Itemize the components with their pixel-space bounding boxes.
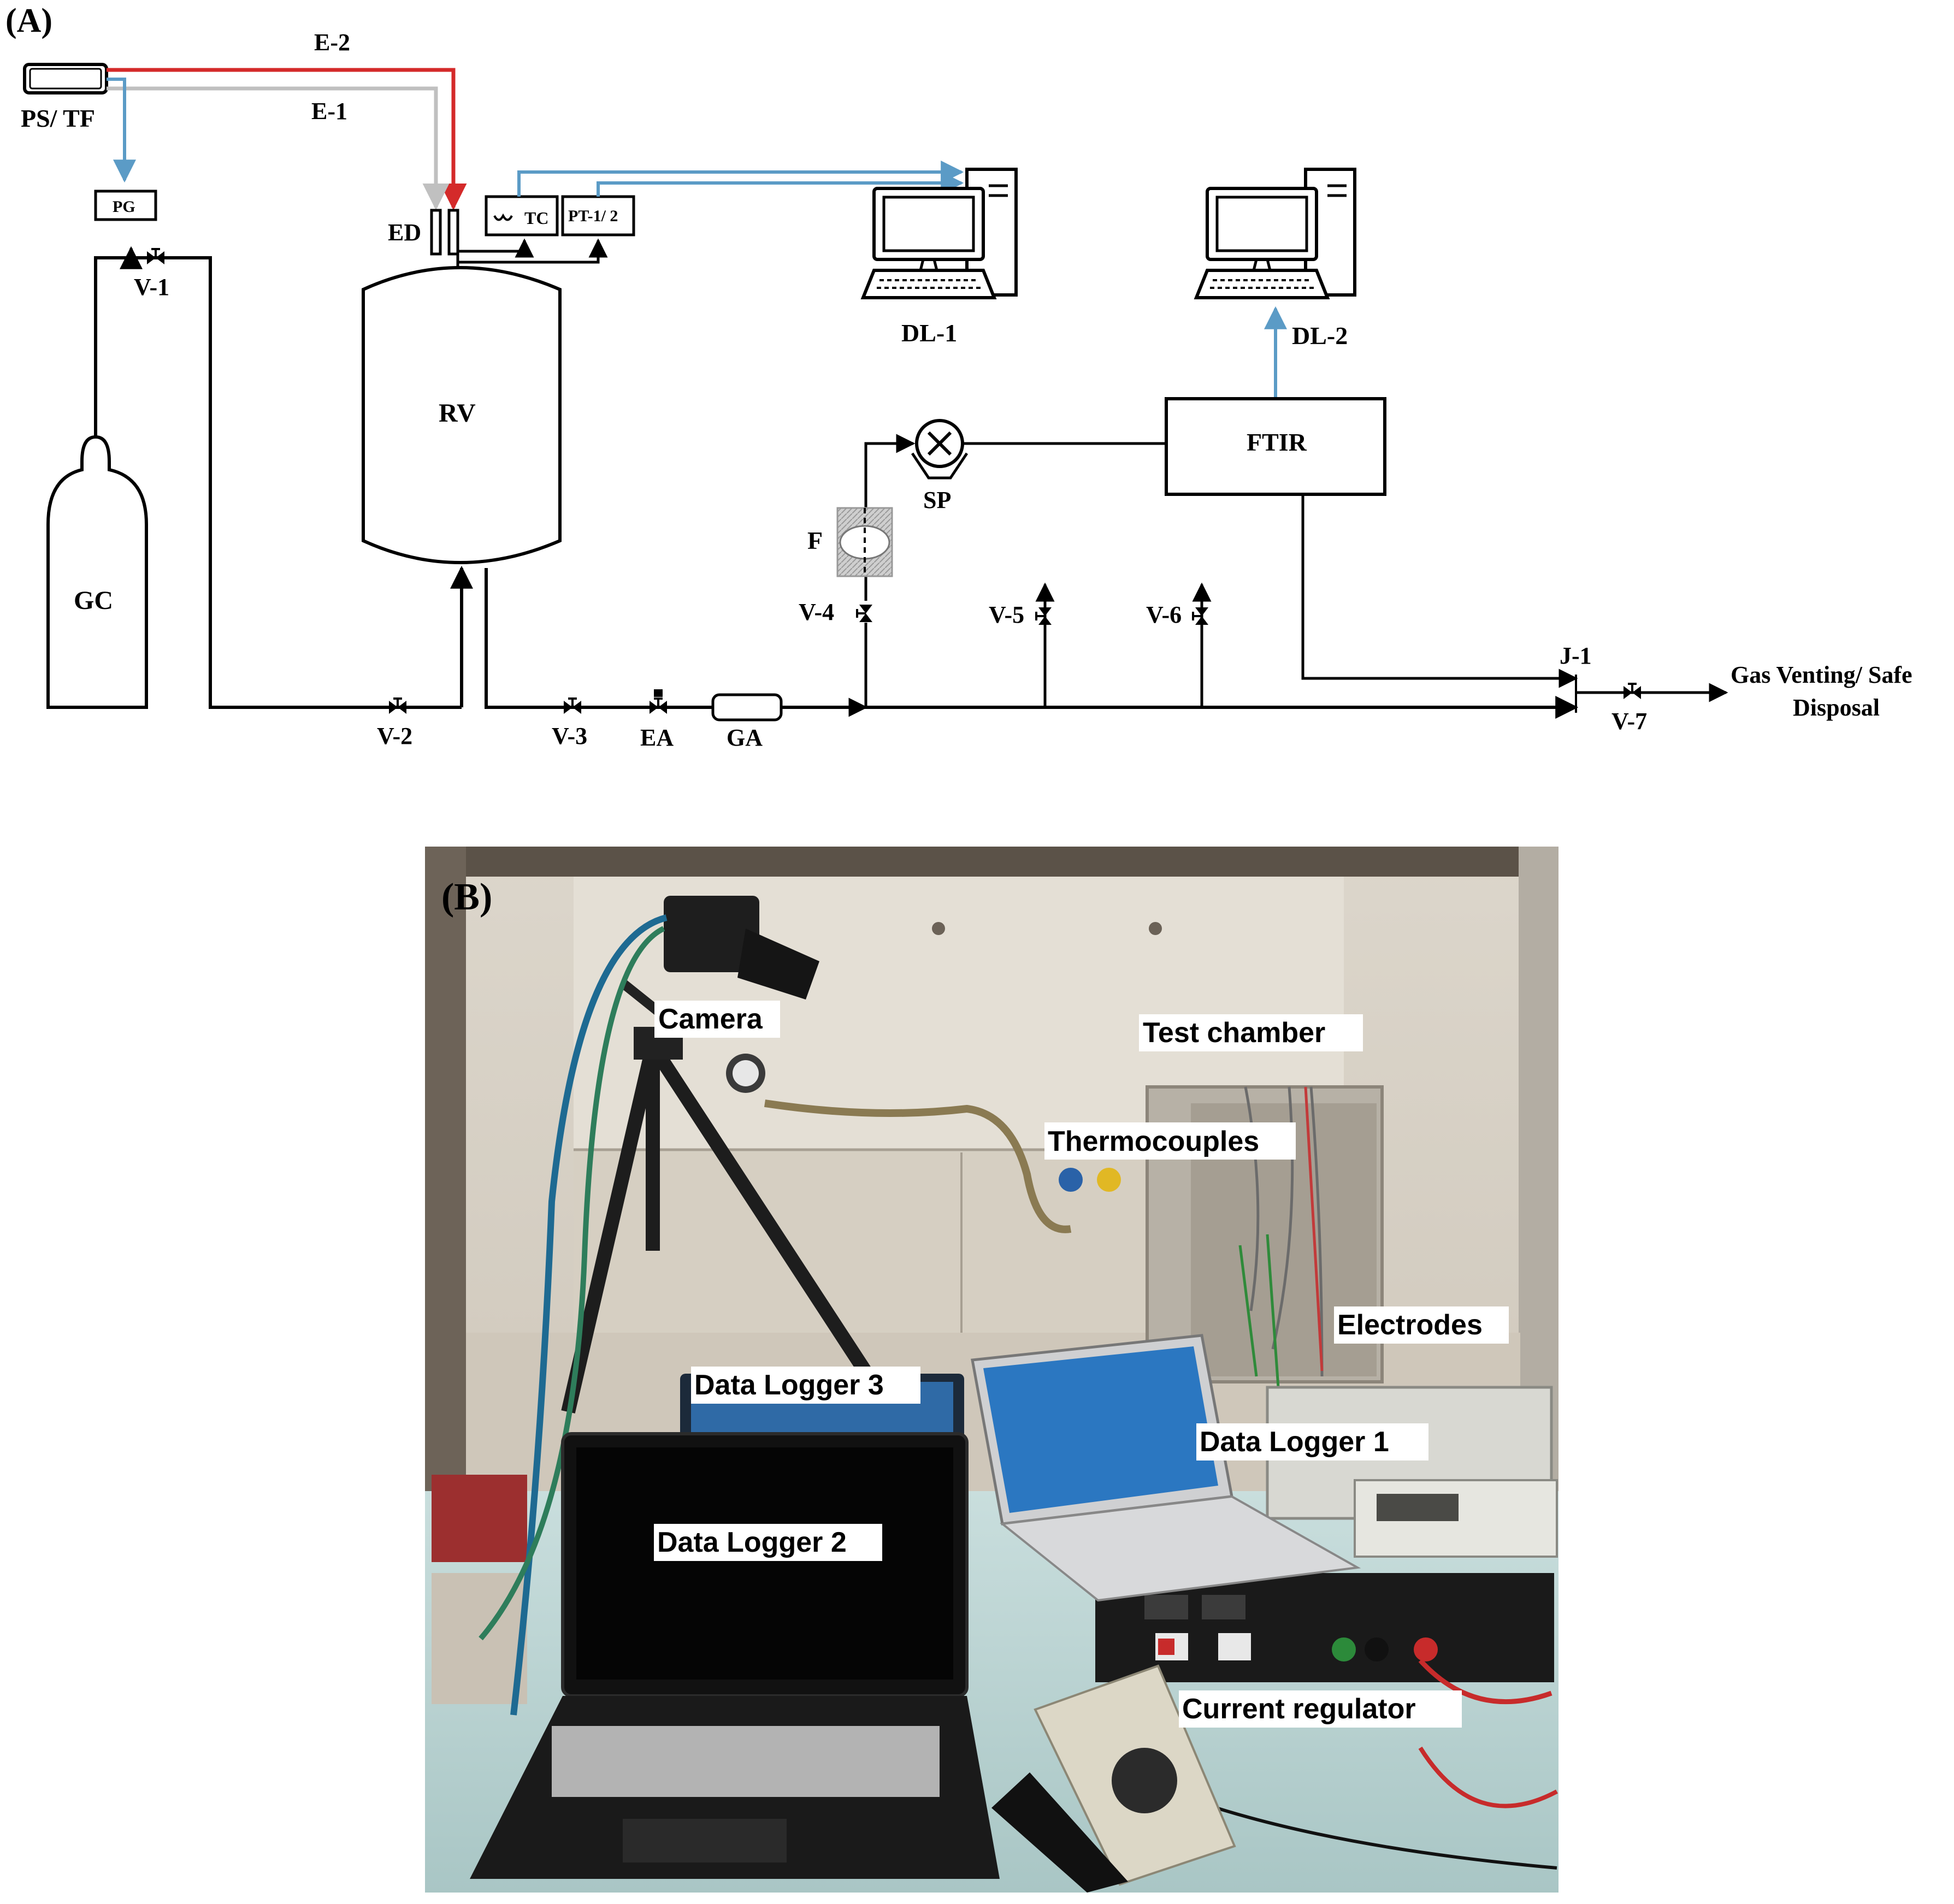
panel-b-photo: (B) Camera Test chamber Thermocouples El…: [425, 847, 1559, 1893]
thermocouples-label: Thermocouples: [1048, 1126, 1259, 1157]
laptop-dl2: [470, 1432, 1000, 1879]
laptop-dl1: [971, 1334, 1361, 1602]
filter: F: [807, 507, 893, 577]
v5-label: V-5: [989, 601, 1024, 628]
panel-a-label: (A): [5, 2, 52, 39]
e2-wire: [107, 68, 467, 210]
valve-v5: [1035, 606, 1053, 626]
pg-label: PG: [113, 198, 135, 216]
data-logger-3-label: Data Logger 3: [694, 1369, 884, 1401]
test-chamber-label: Test chamber: [1143, 1017, 1325, 1049]
dl1-label: DL-1: [901, 319, 957, 347]
j1-label: J-1: [1560, 642, 1592, 669]
current-regulator-label: Current regulator: [1182, 1693, 1416, 1725]
v7-label: V-7: [1611, 708, 1647, 735]
photo-labels: Camera Test chamber Thermocouples Electr…: [654, 1001, 1509, 1728]
outlet-label-line1: Gas Venting/ Safe: [1731, 661, 1912, 688]
f-label: F: [807, 527, 823, 554]
pressure-transducer-box: PT-1/ 2: [561, 195, 635, 236]
signal-line-tc: [517, 161, 964, 197]
power-supply: PS/ TF: [21, 63, 108, 132]
tc-label: TC: [524, 208, 548, 228]
e1-label: E-1: [311, 98, 347, 125]
panel-a-schematic: (A) PS/ TF E-2 E-1 PG GC V-1: [5, 2, 1912, 751]
pressure-gauge: PG: [94, 190, 157, 221]
gas-cylinder: GC: [46, 435, 148, 709]
gc-label: GC: [74, 586, 113, 615]
valve-v1: [146, 248, 166, 265]
sample-pump: SP: [911, 419, 969, 513]
valve-v3: [563, 697, 582, 715]
camera-label: Camera: [658, 1003, 763, 1035]
v4-label: V-4: [799, 599, 834, 625]
supply-line: [94, 256, 462, 709]
ea-label: EA: [640, 724, 674, 751]
valve-v2: [388, 697, 408, 715]
dl2-label: DL-2: [1292, 322, 1348, 350]
signal-line-pg: [107, 78, 136, 183]
v3-label: V-3: [552, 723, 587, 749]
rv-label: RV: [439, 399, 476, 428]
panel-b-label: (B): [441, 876, 492, 918]
electrodes-label: Electrodes: [1337, 1309, 1483, 1341]
reaction-vessel: RV: [362, 266, 562, 564]
ps-tf-label: PS/ TF: [21, 104, 95, 132]
ftir-label: FTIR: [1247, 428, 1307, 456]
pt-label: PT-1/ 2: [568, 207, 618, 225]
gas-analyzer: GA: [711, 693, 783, 751]
data-logger-1-label: Data Logger 1: [1200, 1426, 1389, 1458]
sp-label: SP: [923, 487, 951, 513]
valve-v4: [856, 604, 873, 623]
ftir-analyzer: FTIR: [1165, 397, 1386, 496]
outlet-line: [485, 568, 713, 709]
computer-dl1: DL-1: [863, 169, 1016, 347]
e1-wire: [107, 86, 450, 210]
signal-line-pt: [597, 172, 964, 197]
v1-label: V-1: [134, 274, 169, 300]
computer-dl2: DL-2: [1196, 169, 1355, 350]
e2-label: E-2: [314, 29, 350, 56]
ed-label: ED: [388, 219, 421, 246]
data-logger-2-label: Data Logger 2: [657, 1527, 847, 1558]
v6-label: V-6: [1146, 601, 1182, 628]
thermocouple-box: TC: [485, 195, 559, 236]
v2-label: V-2: [377, 723, 412, 749]
outlet-label-line2: Disposal: [1793, 694, 1880, 721]
electrodes: ED: [388, 209, 459, 256]
ga-label: GA: [727, 724, 763, 751]
ea-valve: [648, 689, 668, 715]
valve-v6: [1192, 606, 1209, 626]
valve-v7: [1622, 683, 1642, 700]
